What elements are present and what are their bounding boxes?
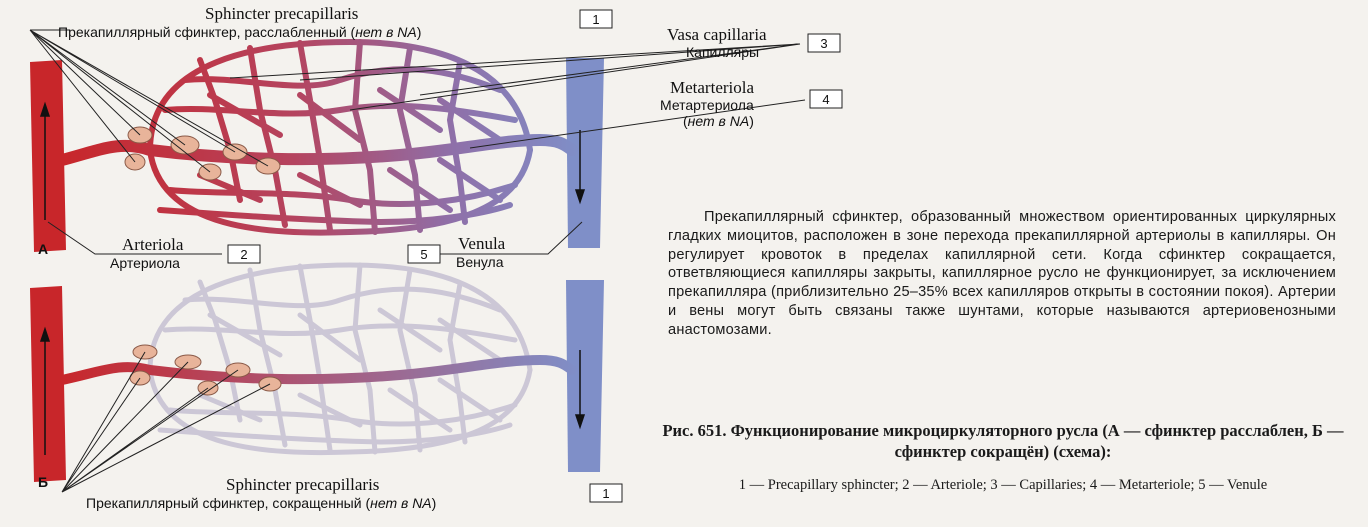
metarteriole-b (57, 354, 577, 385)
panel-label-a: А (38, 241, 48, 257)
capillary-network-b (147, 262, 533, 456)
number-box-5 (407, 244, 441, 264)
number-box-2 (227, 244, 261, 264)
arteriola-latin: Arteriola (122, 235, 184, 254)
sphincters-a (124, 126, 281, 181)
description-text: Прекапиллярный сфинктер, образованный мн… (668, 208, 1336, 340)
number-1-bottom: 1 (602, 486, 609, 501)
venule-b (566, 280, 604, 472)
arteriole-a (30, 60, 66, 252)
sphincter-top-russian: Прекапиллярный сфинктер, расслабленный (… (58, 24, 421, 40)
number-5: 5 (420, 247, 427, 262)
arteriole-b (30, 286, 66, 482)
number-2: 2 (240, 247, 247, 262)
panel-a (30, 38, 604, 252)
description-paragraph: Прекапиллярный сфинктер, образованный мн… (668, 209, 1336, 338)
metarteriole-a (56, 133, 578, 166)
venule-a (566, 58, 604, 248)
flow-arrowhead-down-a (574, 189, 586, 205)
number-box-3 (807, 33, 841, 53)
metarteriola-russian: Метартериола (660, 97, 754, 113)
sphincter-bottom-russian: Прекапиллярный сфинктер, сокращенный (не… (86, 495, 436, 511)
flow-arrowhead-down-b (574, 414, 586, 430)
metarteriola-note: (нет в NA) (683, 113, 754, 129)
flow-arrowhead-up-a (39, 101, 51, 117)
capillaria-latin: Vasa capillaria (667, 25, 767, 44)
number-1-top: 1 (592, 12, 599, 27)
sphincter-top-latin: Sphincter precapillaris (205, 4, 358, 23)
capillary-network-a (147, 38, 533, 236)
leader-lines (29, 29, 806, 493)
number-4: 4 (822, 92, 829, 107)
venula-russian: Венула (456, 254, 504, 270)
figure-caption: Рис. 651. Функционирование микроциркулят… (662, 421, 1344, 461)
venula-latin: Venula (458, 234, 506, 253)
number-box-4 (809, 89, 843, 109)
arteriola-russian: Артериола (110, 255, 180, 271)
number-box-1-bottom (589, 483, 623, 503)
number-box-1-top (579, 9, 613, 29)
metarteriola-latin: Metarteriola (670, 78, 754, 97)
flow-arrowhead-up-b (39, 326, 51, 342)
sphincter-bottom-latin: Sphincter precapillaris (226, 475, 379, 494)
figure-legend: 1 — Precapillary sphincter; 2 — Arteriol… (738, 477, 1268, 493)
capillaria-russian: Капилляры (686, 44, 759, 60)
panel-label-b: Б (38, 474, 48, 490)
number-3: 3 (820, 36, 827, 51)
panel-b (30, 262, 604, 482)
